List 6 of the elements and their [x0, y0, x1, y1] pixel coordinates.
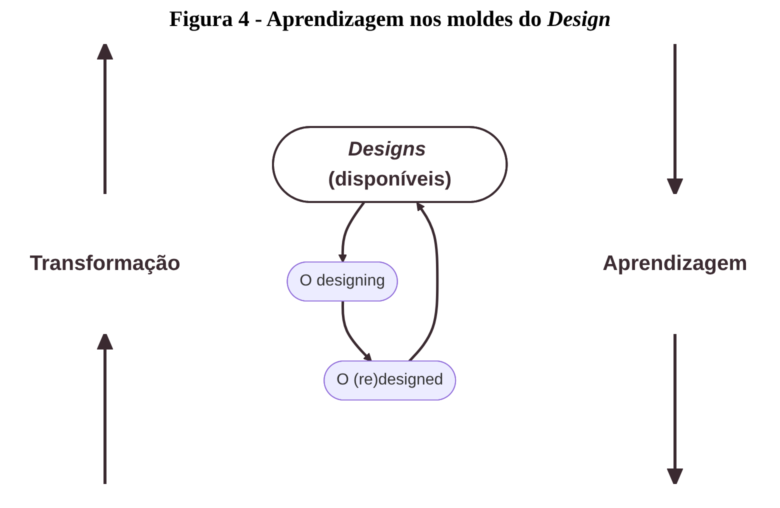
figure-title: Figura 4 - Aprendizagem nos moldes do Design — [168, 6, 612, 32]
arrow — [342, 301, 372, 362]
arrow — [408, 202, 439, 362]
side-label: Aprendizagem — [602, 252, 748, 276]
side-label: Transformação — [30, 252, 180, 276]
arrow — [338, 202, 366, 263]
